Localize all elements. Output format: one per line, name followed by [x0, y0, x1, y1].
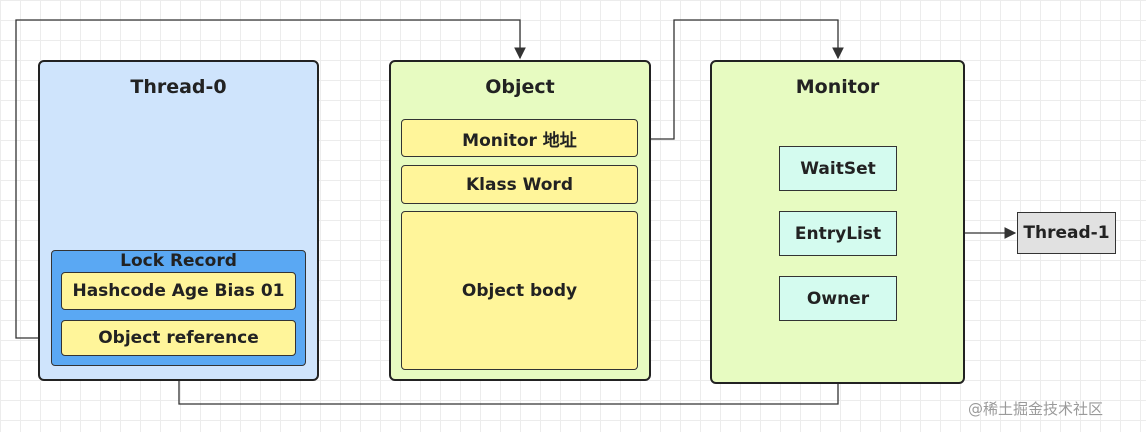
object-klass-word: Klass Word: [401, 165, 638, 204]
monitor-address-to-monitor-arrow: [637, 19, 844, 140]
lock-record-title: Lock Record: [120, 251, 237, 271]
monitor-title: Monitor: [795, 76, 880, 98]
watermark-text: @稀土掘金技术社区: [968, 400, 1104, 418]
thread0-title: Thread-0: [130, 76, 227, 98]
object-reference-to-object-arrow: [15, 19, 526, 339]
monitor-waitset: WaitSet: [779, 146, 897, 191]
lock-record-object-reference: Object reference: [61, 320, 296, 356]
monitor-entrylist: EntryList: [779, 211, 897, 256]
object-title: Object: [485, 76, 555, 98]
object-monitor-address: Monitor 地址: [401, 119, 638, 157]
lock-record-header-word: Hashcode Age Bias 01: [61, 272, 296, 310]
object-body: Object body: [401, 211, 638, 370]
thread1-box: Thread-1: [1017, 212, 1116, 254]
monitor-owner: Owner: [779, 276, 897, 321]
